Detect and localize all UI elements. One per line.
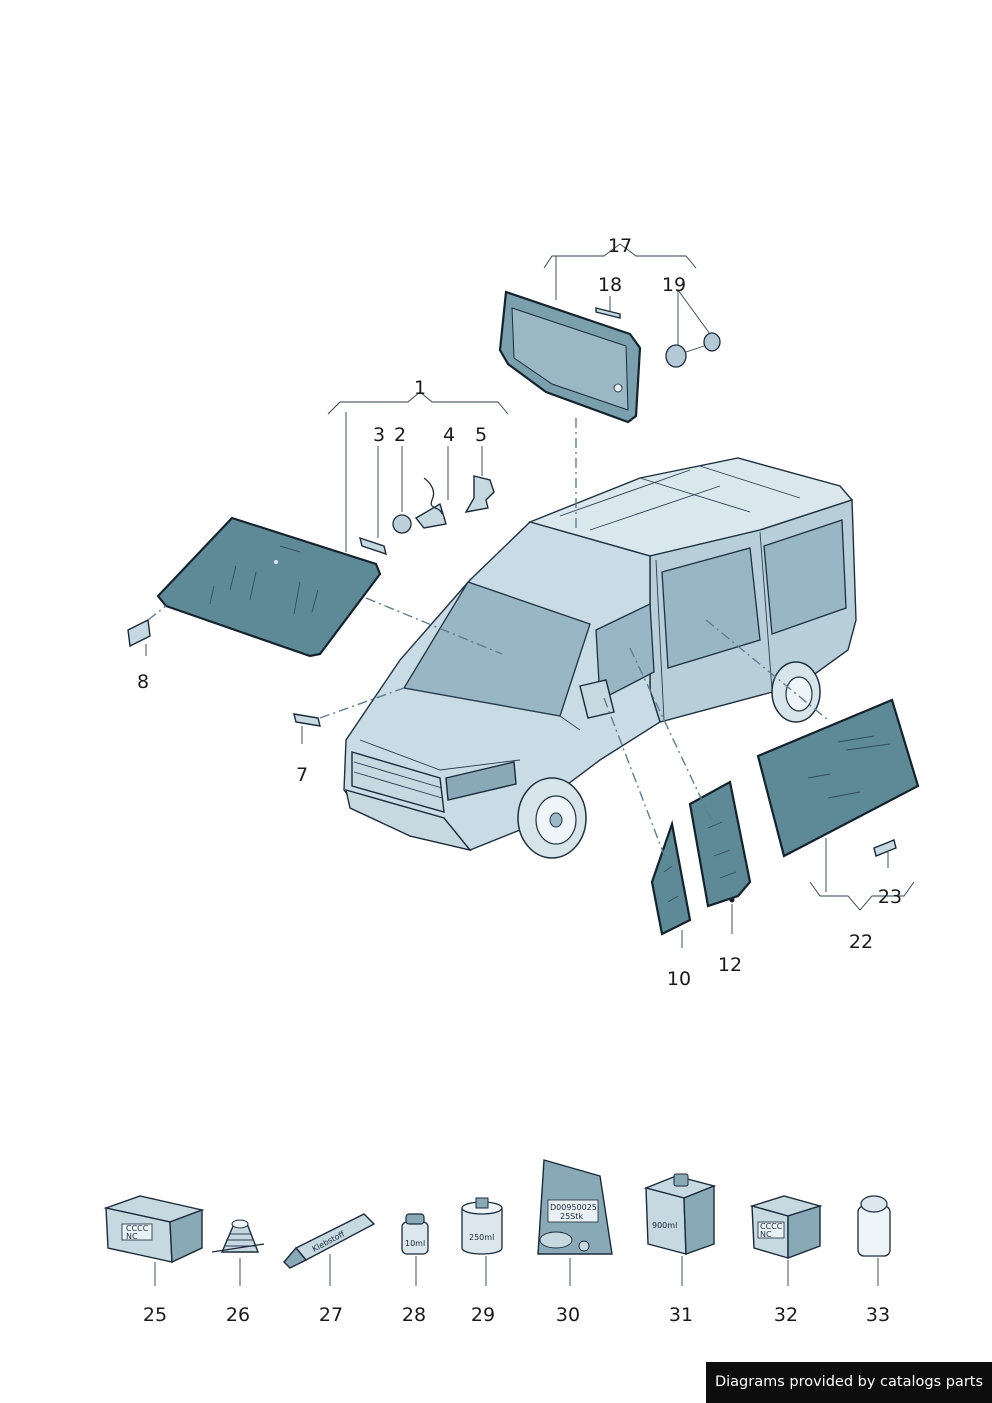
callout-22: 22 <box>849 931 873 953</box>
callout-10: 10 <box>667 968 691 990</box>
windscreen-glass <box>156 516 382 658</box>
van-illustration <box>343 457 857 859</box>
p29-can: 250ml <box>469 1233 494 1242</box>
p32-code: CCCC <box>760 1222 783 1231</box>
window-glass-12 <box>688 780 752 908</box>
part-4-sensor <box>414 477 447 529</box>
window-glass-10 <box>650 819 692 936</box>
p32-mark: NC <box>760 1230 772 1239</box>
part-33-jar <box>857 1195 891 1257</box>
callout-8: 8 <box>137 671 149 693</box>
credit-banner: Diagrams provided by catalogs parts <box>706 1362 992 1403</box>
callout-30: 30 <box>556 1304 580 1326</box>
part-2-cap <box>392 514 412 534</box>
callout-18: 18 <box>598 274 622 296</box>
callout-27: 27 <box>319 1304 343 1326</box>
part-31-can: 900ml <box>643 1173 717 1255</box>
p30-bag-line1: D00950025 <box>550 1203 597 1212</box>
callout-2: 2 <box>394 424 406 446</box>
part-32-box: CCCC NC <box>749 1195 823 1260</box>
callout-32: 32 <box>774 1304 798 1326</box>
part-29-can: 250ml <box>461 1197 503 1255</box>
p31-can: 900ml <box>652 1221 677 1230</box>
p30-bag-line2: 25Stk <box>560 1212 583 1221</box>
callout-25: 25 <box>143 1304 167 1326</box>
leader-lines <box>145 243 915 1286</box>
p25-mark: NC <box>126 1232 138 1241</box>
callout-4: 4 <box>443 424 455 446</box>
callout-29: 29 <box>471 1304 495 1326</box>
callout-1: 1 <box>414 377 426 399</box>
part-18-strip <box>595 307 621 319</box>
callout-26: 26 <box>226 1304 250 1326</box>
p28-bottle: 10ml <box>405 1239 425 1248</box>
part-5-bracket <box>464 475 495 513</box>
callout-numbers: 1 3 2 4 5 8 7 17 18 19 10 12 23 22 25 26… <box>137 235 902 1326</box>
callout-17: 17 <box>608 235 632 257</box>
callout-33: 33 <box>866 1304 890 1326</box>
part-8-clip <box>127 618 151 648</box>
part-26-nozzle <box>211 1219 265 1253</box>
callout-19: 19 <box>662 274 686 296</box>
part-23-clip <box>873 839 897 857</box>
part-19-fasteners <box>665 332 721 368</box>
callout-23: 23 <box>878 886 902 908</box>
callout-28: 28 <box>402 1304 426 1326</box>
callout-5: 5 <box>475 424 487 446</box>
side-window-glass-22 <box>756 698 920 858</box>
part-27-tube: Klebstoff <box>283 1213 376 1269</box>
callout-31: 31 <box>669 1304 693 1326</box>
side-window-glass-17 <box>498 290 642 424</box>
guide-lines <box>147 418 829 861</box>
part-7-clip <box>293 713 321 727</box>
p25-code: CCCC <box>126 1224 149 1233</box>
part-3-clip <box>359 536 387 556</box>
callout-7: 7 <box>296 764 308 786</box>
part-28-bottle: 10ml <box>401 1213 429 1255</box>
part-25-box: CCCC NC <box>103 1195 205 1264</box>
part-30-bag: D00950025 25Stk <box>537 1159 613 1255</box>
callout-3: 3 <box>373 424 385 446</box>
callout-12: 12 <box>718 954 742 976</box>
